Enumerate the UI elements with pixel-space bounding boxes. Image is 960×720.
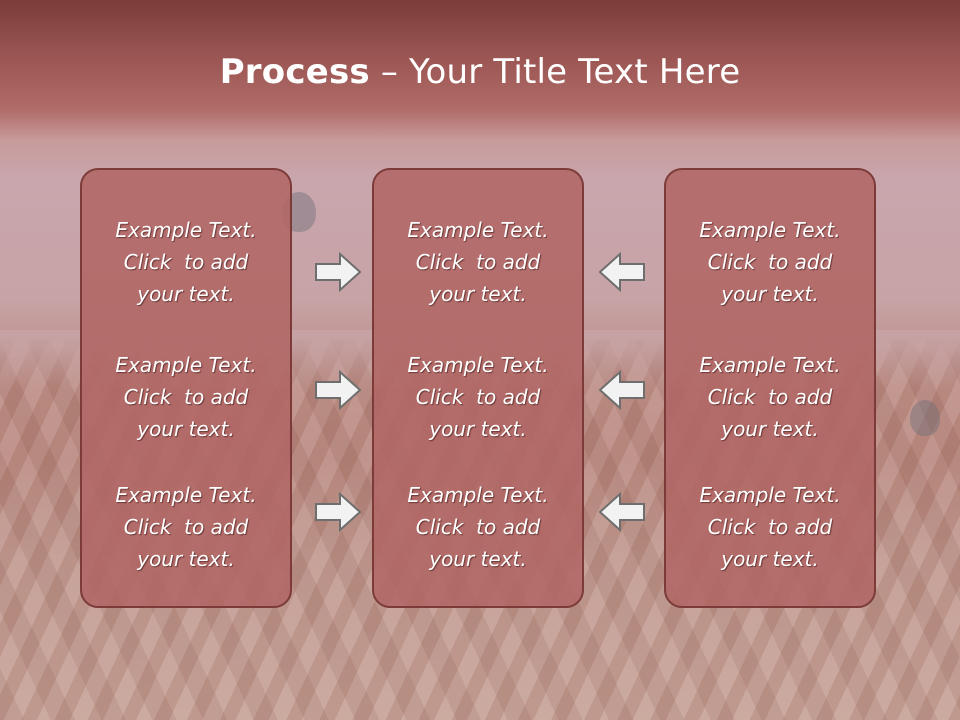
right-arrow-icon[interactable]	[314, 492, 362, 532]
title-bold: Process	[219, 52, 370, 92]
text-block[interactable]: Example Text. Click to add your text.	[699, 483, 841, 571]
right-arrow-icon[interactable]	[314, 370, 362, 410]
text-block[interactable]: Example Text. Click to add your text.	[699, 353, 841, 441]
left-arrow-icon[interactable]	[598, 370, 646, 410]
slide-title[interactable]: Process – Your Title Text Here	[0, 52, 960, 92]
text-block[interactable]: Example Text. Click to add your text.	[407, 483, 549, 571]
text-block[interactable]: Example Text. Click to add your text.	[407, 218, 549, 306]
process-panel-right[interactable]: Example Text. Click to add your text. Ex…	[664, 168, 876, 608]
right-arrow-icon[interactable]	[314, 252, 362, 292]
text-block[interactable]: Example Text. Click to add your text.	[699, 218, 841, 306]
process-panel-left[interactable]: Example Text. Click to add your text. Ex…	[80, 168, 292, 608]
text-block[interactable]: Example Text. Click to add your text.	[407, 353, 549, 441]
left-arrow-icon[interactable]	[598, 252, 646, 292]
text-block[interactable]: Example Text. Click to add your text.	[115, 483, 257, 571]
text-block[interactable]: Example Text. Click to add your text.	[115, 353, 257, 441]
process-panel-center[interactable]: Example Text. Click to add your text. Ex…	[372, 168, 584, 608]
left-arrow-icon[interactable]	[598, 492, 646, 532]
title-rest: – Your Title Text Here	[369, 52, 741, 92]
balloon-icon	[910, 400, 940, 436]
text-block[interactable]: Example Text. Click to add your text.	[115, 218, 257, 306]
